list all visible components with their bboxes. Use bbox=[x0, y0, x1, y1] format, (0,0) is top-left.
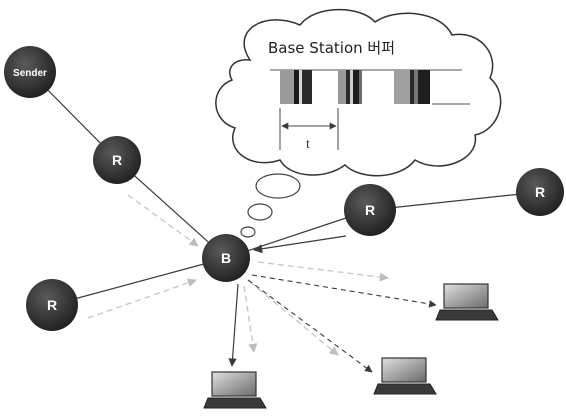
buffer-slot-1 bbox=[280, 70, 312, 104]
node-router-right-far: R bbox=[516, 168, 564, 216]
arrow-base-to-laptop-right-light bbox=[257, 261, 389, 282]
node-router-left: R bbox=[26, 279, 78, 331]
laptop-icon bbox=[435, 283, 499, 321]
node-base-station-label: B bbox=[221, 250, 231, 266]
link-router-base bbox=[116, 159, 227, 259]
thought-bubble-large bbox=[255, 173, 301, 199]
buffer-slots bbox=[270, 69, 470, 105]
node-router-left-label: R bbox=[47, 297, 57, 313]
link-leftrouter-base bbox=[51, 257, 227, 306]
node-router-top-label: R bbox=[112, 152, 122, 168]
buffer-slot-2 bbox=[338, 70, 362, 104]
arrow-left-to-base-light bbox=[87, 278, 197, 319]
buffer-slot-3 bbox=[394, 70, 430, 104]
node-sender: Sender bbox=[4, 46, 56, 98]
cloud-title: Base Station 버퍼 bbox=[268, 39, 395, 57]
laptop-icon bbox=[203, 371, 267, 409]
node-router-right-near: R bbox=[344, 184, 396, 236]
arrow-base-to-laptop-mid bbox=[247, 279, 373, 373]
arrow-router-to-base-light bbox=[127, 194, 199, 247]
arrows bbox=[87, 194, 437, 373]
interval-marker: t bbox=[279, 108, 339, 152]
thought-bubble-medium bbox=[247, 203, 273, 221]
node-base-station: B bbox=[202, 234, 250, 282]
buffer-cloud: Base Station 버퍼 bbox=[215, 8, 502, 238]
node-router-right-near-label: R bbox=[365, 202, 375, 218]
arrow-base-to-laptop-bottom-light bbox=[243, 285, 258, 353]
arrow-right-to-base bbox=[253, 235, 347, 254]
laptop-icon bbox=[373, 357, 437, 395]
arrow-base-to-laptop-right bbox=[251, 274, 437, 308]
arrow-base-to-laptop-mid-light bbox=[249, 281, 339, 356]
thought-bubble-small bbox=[240, 226, 256, 238]
link-rightfar-rightnear bbox=[369, 191, 541, 211]
interval-label: t bbox=[306, 137, 310, 152]
node-router-top: R bbox=[93, 136, 141, 184]
node-router-right-far-label: R bbox=[535, 184, 545, 200]
arrow-base-to-laptop-bottom bbox=[228, 283, 239, 367]
node-sender-label: Sender bbox=[13, 68, 47, 79]
